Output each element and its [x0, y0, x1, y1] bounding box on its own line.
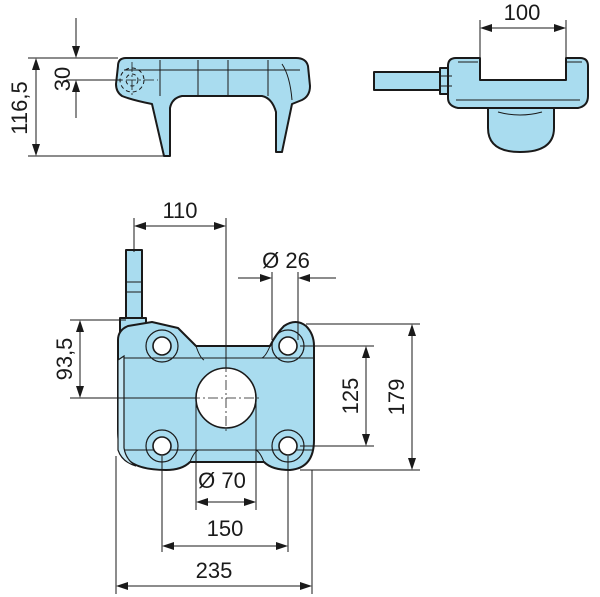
dim-side-height-upper: 30: [50, 18, 122, 118]
front-view-pin: [125, 249, 143, 321]
top-view-body: [447, 57, 589, 109]
bolt-hole-top-left: [145, 329, 179, 363]
side-view-body: [115, 57, 311, 157]
dim-overall-width: 235: [115, 456, 313, 594]
bolt-hole-diameter-label: Ø 26: [262, 248, 310, 273]
dim-center-bore-diameter: Ø 70: [195, 398, 257, 510]
side-view: [108, 57, 311, 157]
bolt-spacing-horizontal-label: 150: [207, 516, 244, 541]
side-height-upper-label: 30: [50, 67, 75, 91]
dim-bolt-spacing-vertical: 125: [300, 345, 374, 447]
front-view: [117, 249, 315, 471]
bolt-spacing-vertical-label: 125: [338, 378, 363, 415]
pin-offset-label: 110: [162, 198, 197, 223]
top-view-lower-lobe: [487, 107, 555, 153]
pin-height-label: 93,5: [52, 338, 77, 381]
overall-height-label: 179: [384, 379, 409, 416]
side-height-total-label: 116,5: [7, 81, 32, 134]
bolt-hole-top-right: [271, 329, 305, 363]
center-bore-diameter-label: Ø 70: [198, 468, 246, 493]
top-width-label: 100: [504, 0, 541, 25]
top-view-pin: [373, 71, 441, 91]
dim-bolt-hole-diameter: Ø 26: [238, 248, 336, 340]
dim-top-width: 100: [479, 0, 567, 80]
dim-pin-offset: 110: [133, 198, 227, 368]
dim-overall-height: 179: [300, 323, 420, 471]
top-view: [373, 57, 589, 153]
dim-pin-height: 93,5: [52, 319, 196, 399]
overall-width-label: 235: [196, 558, 233, 583]
dim-bolt-spacing-horizontal: 150: [161, 456, 289, 552]
dim-side-height-total: 116,5: [7, 57, 164, 157]
